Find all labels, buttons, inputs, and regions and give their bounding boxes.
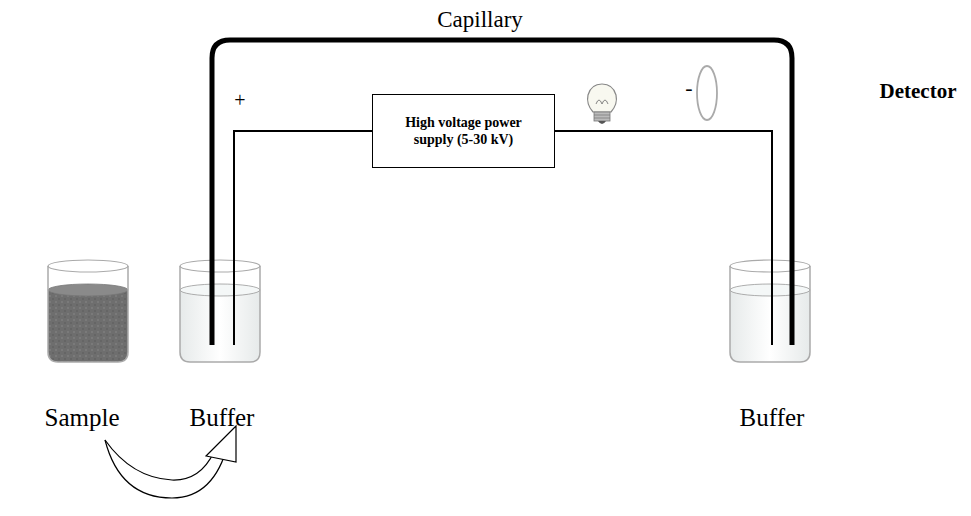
detector-label: Detector [880,80,957,103]
transfer-arrow [105,426,236,498]
container-label: Buffer [740,404,805,432]
detector-lens [697,66,717,120]
lamp-icon [588,84,617,124]
sample-beaker [48,260,128,362]
buffer-beaker [180,260,260,362]
power-supply-label: High voltage power supply (5-30 kV) [405,114,523,149]
buffer-beaker [730,260,810,362]
container-label: Buffer [190,404,255,432]
anode-wire [234,131,373,345]
container-label: Sample [45,404,120,432]
power-supply-box: High voltage power supply (5-30 kV) [372,94,555,168]
capillary-label: Capillary [437,7,523,32]
capillary-tube [212,40,792,345]
cathode-wire [555,131,772,345]
polarity-sign: - [685,76,692,100]
polarity-sign: + [234,89,245,111]
